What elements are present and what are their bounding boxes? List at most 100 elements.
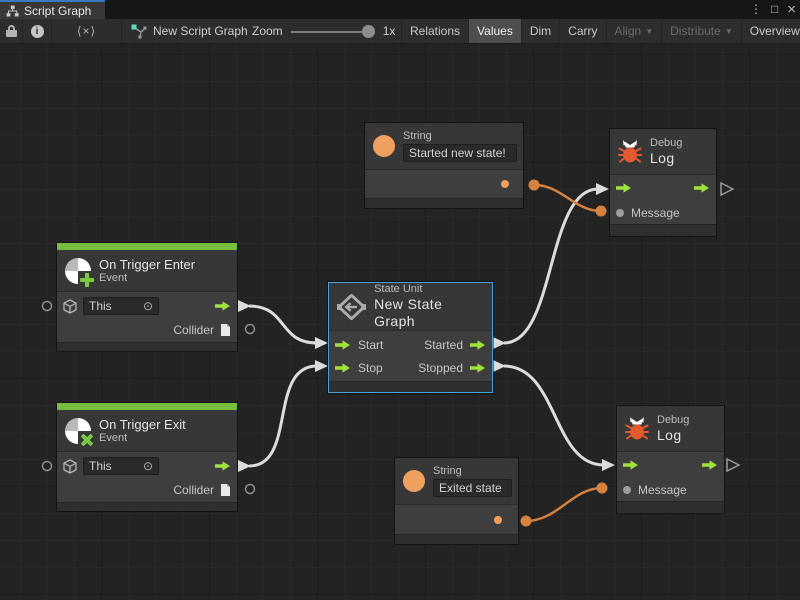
port-flow-in-log-bottom[interactable] [602, 459, 615, 471]
values-label: Values [477, 24, 513, 38]
flow-out-arrow-icon[interactable] [215, 461, 231, 471]
flow-out-arrow-icon[interactable] [694, 183, 710, 193]
object-picker-icon[interactable]: ⊙ [142, 459, 153, 473]
node-type-label: String [433, 465, 462, 477]
wire-flow-exit-to-stop[interactable] [248, 364, 318, 468]
zoom-to-fit-button[interactable]: ⟨×⟩ [52, 19, 122, 43]
node-body [365, 170, 523, 198]
distribute-button[interactable]: Distribute ▼ [661, 19, 741, 43]
node-on-trigger-enter[interactable]: On Trigger Enter Event This ⊙ [57, 243, 237, 351]
carry-button[interactable]: Carry [559, 19, 605, 43]
port-flow-out-trigger-enter[interactable] [238, 300, 251, 312]
flow-out-arrow-icon[interactable] [215, 301, 231, 311]
zoom-slider[interactable] [290, 24, 375, 38]
node-footer [395, 534, 518, 544]
node-footer [329, 381, 492, 392]
wire-value-string-to-message-bottom[interactable] [525, 486, 603, 523]
node-body [395, 505, 518, 534]
dim-label: Dim [529, 24, 552, 38]
wire-value-string-to-message-top[interactable] [533, 183, 602, 213]
graph-toolbar: i ⟨×⟩ New Script Graph Zoom 1x R [0, 19, 800, 44]
wire-flow-started-to-log[interactable] [503, 187, 599, 345]
port-flow-out-log-top[interactable] [720, 181, 735, 197]
stopped-port-label: Stopped [418, 360, 463, 375]
node-state-unit[interactable]: State Unit New State Graph Start Started… [329, 283, 492, 392]
port-value-out-string-top[interactable] [528, 179, 540, 191]
flow-out-arrow-icon[interactable] [702, 460, 718, 470]
flow-in-arrow-icon[interactable] [623, 460, 639, 470]
port-value-in-message-bottom[interactable] [596, 482, 608, 494]
lock-icon [5, 25, 17, 37]
node-type-label: String [403, 130, 432, 142]
flow-in-arrow-icon[interactable] [335, 362, 351, 373]
node-header: Debug Log [610, 129, 716, 175]
align-button[interactable]: Align ▼ [605, 19, 662, 43]
node-debug-log-top[interactable]: Debug Log Message [610, 129, 716, 236]
wire-flow-enter-to-start[interactable] [248, 304, 318, 345]
zoom-label: Zoom [252, 24, 283, 38]
port-value-out-enter-collider[interactable] [244, 323, 256, 335]
flow-out-arrow-icon[interactable] [470, 362, 486, 373]
node-string-bottom[interactable]: String Exited state [395, 458, 518, 544]
dim-button[interactable]: Dim [520, 19, 559, 43]
node-debug-log-bottom[interactable]: Debug Log Message [617, 406, 724, 513]
message-input-dot[interactable] [623, 485, 631, 494]
string-output-dot[interactable] [494, 515, 502, 524]
string-value-field[interactable]: Started new state! [403, 144, 517, 162]
port-value-in-message-top[interactable] [595, 205, 607, 217]
port-flow-in-stop[interactable] [315, 360, 328, 372]
node-body: Start Started Stop Stopped [329, 331, 492, 381]
wire-flow-stopped-to-log[interactable] [503, 364, 605, 467]
distribute-label: Distribute [670, 24, 721, 38]
node-on-trigger-exit[interactable]: On Trigger Exit Event This ⊙ [57, 403, 237, 511]
node-body: This ⊙ Collider [57, 452, 237, 502]
flow-in-arrow-icon[interactable] [335, 339, 351, 350]
flow-in-arrow-icon[interactable] [616, 183, 632, 193]
zoom-slider-handle[interactable] [361, 24, 375, 38]
info-button[interactable]: i [23, 19, 52, 43]
target-value: This [89, 299, 112, 313]
collider-port-label: Collider [173, 483, 214, 497]
port-value-in-enter-target[interactable] [41, 300, 53, 312]
string-value-field[interactable]: Exited state [433, 479, 512, 497]
graph-name: New Script Graph [153, 24, 248, 38]
graph-name-section: New Script Graph [122, 19, 248, 43]
lock-button[interactable] [0, 19, 23, 43]
graph-canvas[interactable]: String Started new state! [0, 44, 800, 600]
port-flow-out-stopped[interactable] [493, 360, 506, 372]
port-flow-out-started[interactable] [493, 337, 506, 349]
collider-file-icon[interactable] [220, 483, 231, 497]
script-graph-icon [6, 5, 19, 16]
window-titlebar: Script Graph ⋮ □ × [0, 0, 800, 19]
port-flow-in-log-top[interactable] [596, 183, 609, 195]
node-body: This ⊙ Collider [57, 292, 237, 342]
node-footer [617, 501, 724, 513]
port-flow-out-trigger-exit[interactable] [238, 460, 251, 472]
port-flow-in-start[interactable] [315, 337, 328, 349]
port-value-out-exit-collider[interactable] [244, 483, 256, 495]
close-icon[interactable]: × [787, 1, 796, 18]
target-field[interactable]: This ⊙ [83, 457, 159, 475]
collider-file-icon[interactable] [220, 323, 231, 337]
port-value-in-exit-target[interactable] [41, 460, 53, 472]
tab-script-graph[interactable]: Script Graph [0, 0, 106, 19]
overview-button[interactable]: Overview [740, 19, 800, 43]
relations-label: Relations [410, 24, 461, 38]
window-controls: ⋮ □ × [750, 0, 796, 19]
flow-out-arrow-icon[interactable] [470, 339, 486, 350]
message-input-dot[interactable] [616, 208, 624, 217]
maximize-icon[interactable]: □ [770, 2, 779, 16]
node-string-top[interactable]: String Started new state! [365, 123, 523, 208]
values-button[interactable]: Values [468, 19, 521, 43]
relations-button[interactable]: Relations [401, 19, 468, 43]
target-field[interactable]: This ⊙ [83, 297, 159, 315]
chevron-down-icon: ▼ [645, 26, 654, 36]
string-output-dot[interactable] [501, 180, 509, 188]
trigger-exit-icon [65, 417, 91, 444]
port-flow-out-log-bottom[interactable] [726, 457, 741, 473]
object-picker-icon[interactable]: ⊙ [142, 299, 153, 313]
port-value-out-string-bottom[interactable] [520, 515, 532, 527]
more-menu-icon[interactable]: ⋮ [749, 2, 762, 16]
started-port-label: Started [424, 337, 463, 352]
